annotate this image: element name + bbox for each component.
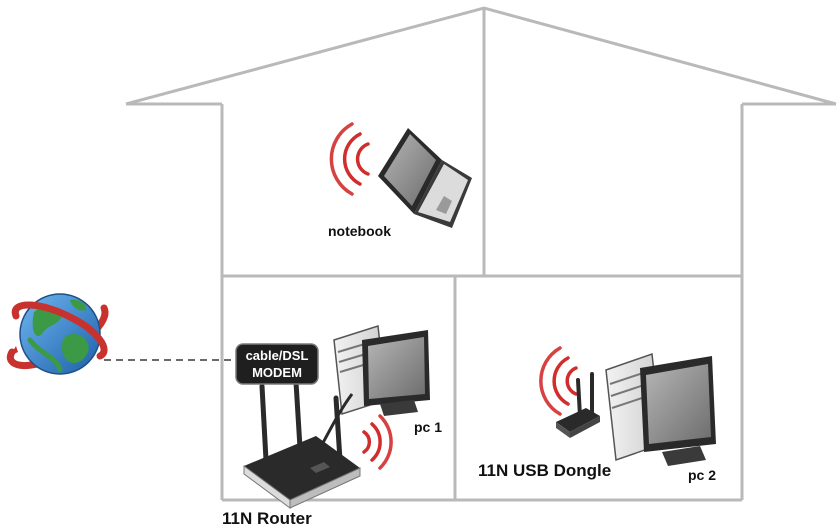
modem-label-line1: cable/DSL [246,348,309,363]
router-label: 11N Router [222,509,312,528]
usb-dongle-icon [556,372,600,438]
dongle-wifi-signal-icon [539,346,578,416]
modem-label-line2: MODEM [252,365,302,380]
pc2-label: pc 2 [688,467,716,483]
house-outline [125,6,837,502]
notebook-icon [378,128,472,228]
modem-icon [235,343,319,385]
desktop-pc-2-icon [605,352,716,466]
router-icon [243,379,361,509]
router-wifi-signal-icon [362,414,393,470]
pc1-label: pc 1 [414,419,442,435]
dongle-label: 11N USB Dongle [478,461,611,480]
wifi-signal-icon [329,122,370,196]
notebook-label: notebook [328,223,391,239]
house-roof [125,6,837,106]
desktop-pc-icon [333,325,430,416]
router-pc-cable [316,393,354,453]
globe-icon [6,293,109,375]
